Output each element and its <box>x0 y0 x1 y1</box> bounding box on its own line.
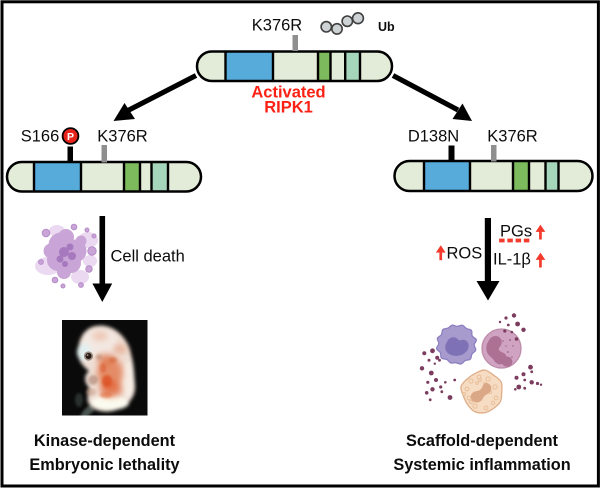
svg-text:ROS: ROS <box>447 245 483 263</box>
svg-text:P: P <box>67 131 74 143</box>
svg-text:PGs: PGs <box>500 223 532 241</box>
svg-text:Embryonic lethality: Embryonic lethality <box>29 456 179 474</box>
svg-text:Activated: Activated <box>251 84 325 102</box>
svg-text:K376R: K376R <box>487 128 538 146</box>
svg-text:K376R: K376R <box>97 128 148 146</box>
svg-text:Kinase-dependent: Kinase-dependent <box>34 432 176 450</box>
svg-text:Systemic inflammation: Systemic inflammation <box>393 456 570 474</box>
svg-text:Scaffold-dependent: Scaffold-dependent <box>406 432 559 450</box>
svg-text:K376R: K376R <box>252 17 303 35</box>
svg-text:IL-1β: IL-1β <box>493 251 531 269</box>
svg-text:Ub: Ub <box>378 20 395 34</box>
svg-text:S166: S166 <box>21 128 60 146</box>
svg-text:D138N: D138N <box>408 128 459 146</box>
svg-text:RIPK1: RIPK1 <box>264 99 313 117</box>
svg-text:Cell death: Cell death <box>111 248 185 266</box>
